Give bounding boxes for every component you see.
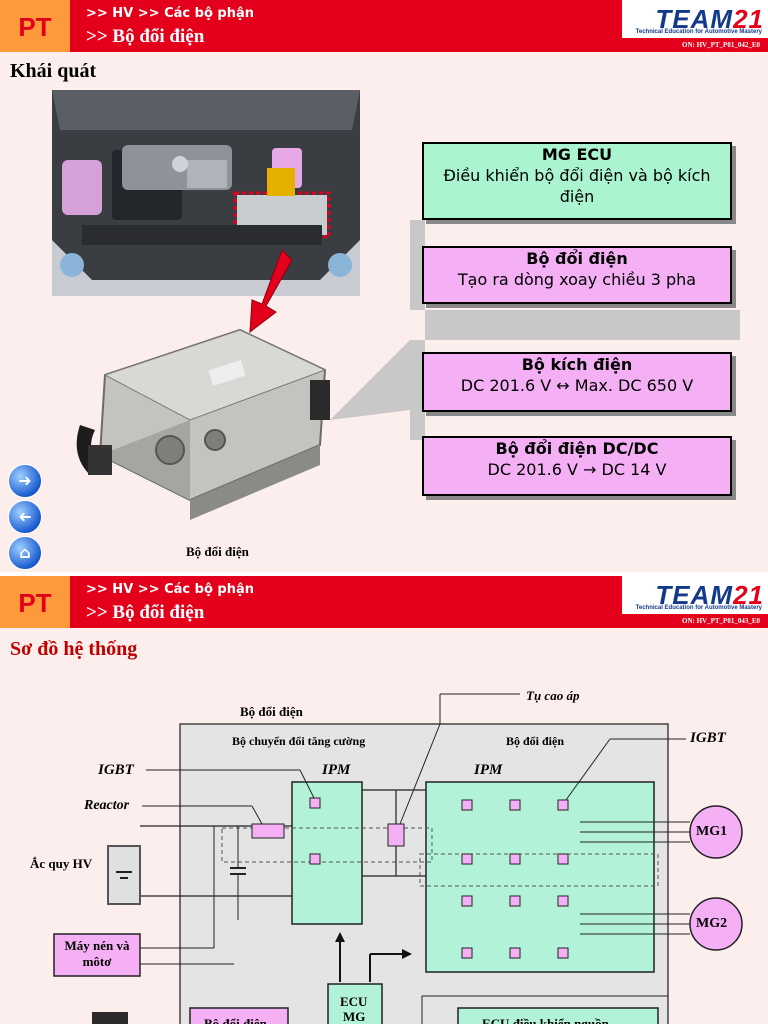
- team21-logo: TEAM21: [655, 4, 764, 35]
- breadcrumb[interactable]: >> HV >> Các bộ phận: [86, 6, 254, 21]
- inverter-illustration: [76, 328, 330, 520]
- label-igbt-right: IGBT: [690, 730, 726, 746]
- info-box-mg-ecu: MG ECU Điều khiển bộ đổi điện và bộ kích…: [422, 142, 732, 220]
- slide-header: PT >> HV >> Các bộ phận >> Bộ đổi điện T…: [0, 576, 768, 628]
- red-pointer-arrow: [249, 249, 293, 334]
- pt-badge: PT: [0, 576, 70, 628]
- box-title: Bộ đổi điện DC/DC: [495, 439, 659, 458]
- label-reactor: Reactor: [84, 798, 130, 813]
- label-ecu-line1: ECU: [340, 994, 368, 1009]
- info-box-boost: Bộ kích điện DC 201.6 V ↔ Max. DC 650 V: [422, 352, 732, 412]
- label-ipm-left: IPM: [322, 762, 351, 778]
- box-text: DC 201.6 V → DC 14 V: [487, 460, 667, 479]
- label-boost-converter: Bộ chuyển đổi tăng cường: [232, 734, 366, 748]
- slide-overview: PT >> HV >> Các bộ phận >> Bộ đổi điện T…: [0, 0, 768, 570]
- box-text: Tạo ra dòng xoay chiều 3 pha: [457, 270, 697, 289]
- logo-text: TEAM: [655, 580, 734, 610]
- slide-divider: [0, 572, 768, 576]
- inverter-photo: [70, 325, 345, 535]
- home-icon: ⌂: [19, 543, 31, 562]
- label-inverter-assembly: Bộ đổi điện: [240, 704, 303, 719]
- box-text: DC 201.6 V ↔ Max. DC 650 V: [460, 376, 694, 395]
- callout-wedge: [330, 220, 740, 440]
- label-ecu-line2: MG: [343, 1009, 366, 1024]
- box-title: Bộ đổi điện: [526, 249, 628, 268]
- section-title: Khái quát: [10, 60, 97, 82]
- box-title: MG ECU: [541, 145, 613, 164]
- logo-tagline: Technical Education for Automotive Maste…: [635, 29, 762, 35]
- label-mg2: MG2: [696, 916, 728, 931]
- page-title: >> Bộ đổi điện: [86, 602, 205, 623]
- info-box-dcdc: Bộ đổi điện DC/DC DC 201.6 V → DC 14 V: [422, 436, 732, 496]
- box-text: Điều khiển bộ đổi điện và bộ kích điện: [443, 166, 711, 206]
- label-power-ecu: ECU điều khiển nguồn: [482, 1016, 609, 1024]
- label-igbt-left: IGBT: [98, 762, 134, 778]
- code-bar: [622, 614, 768, 628]
- next-arrow-icon: ➜: [18, 471, 32, 490]
- logo-number: 21: [733, 4, 764, 34]
- page-title: >> Bộ đổi điện: [86, 26, 205, 47]
- breadcrumb[interactable]: >> HV >> Các bộ phận: [86, 582, 254, 597]
- label-dcdc: Bộ đổi điện: [204, 1016, 267, 1024]
- code-bar: [622, 38, 768, 52]
- label-compressor: Máy nén và môtơ: [64, 938, 130, 969]
- next-button[interactable]: ➜: [8, 464, 42, 498]
- label-inverter: Bộ đổi điện: [506, 734, 565, 748]
- logo-tagline: Technical Education for Automotive Maste…: [635, 605, 762, 611]
- info-box-inverter: Bộ đổi điện Tạo ra dòng xoay chiều 3 pha: [422, 246, 732, 304]
- section-title: Sơ đồ hệ thống: [10, 638, 138, 660]
- label-capacitor: Tụ cao áp: [526, 688, 580, 703]
- engine-bay-photo: [52, 90, 360, 296]
- logo-text: TEAM: [655, 4, 734, 34]
- logo-number: 21: [733, 580, 764, 610]
- engine-bay-illustration: [52, 90, 360, 296]
- pt-badge: PT: [0, 0, 70, 52]
- slide-code: ON: HV_PT_P01_042_E0: [682, 41, 760, 49]
- home-button[interactable]: ⌂: [8, 536, 42, 570]
- system-diagram: [53, 693, 743, 1024]
- label-mg1: MG1: [696, 824, 728, 839]
- slide-header: PT >> HV >> Các bộ phận >> Bộ đổi điện T…: [0, 0, 768, 52]
- prev-button[interactable]: ➜: [8, 500, 42, 534]
- box-title: Bộ kích điện: [521, 355, 633, 374]
- team21-logo: TEAM21: [655, 580, 764, 611]
- slide-code: ON: HV_PT_P01_043_E0: [682, 617, 760, 625]
- inverter-caption: Bộ đổi điện: [186, 544, 249, 559]
- prev-arrow-icon: ➜: [18, 507, 32, 526]
- label-hv-battery: Ắc quy HV: [30, 856, 93, 871]
- label-ipm-right: IPM: [474, 762, 503, 778]
- slide-system-diagram: PT >> HV >> Các bộ phận >> Bộ đổi điện T…: [0, 576, 768, 1024]
